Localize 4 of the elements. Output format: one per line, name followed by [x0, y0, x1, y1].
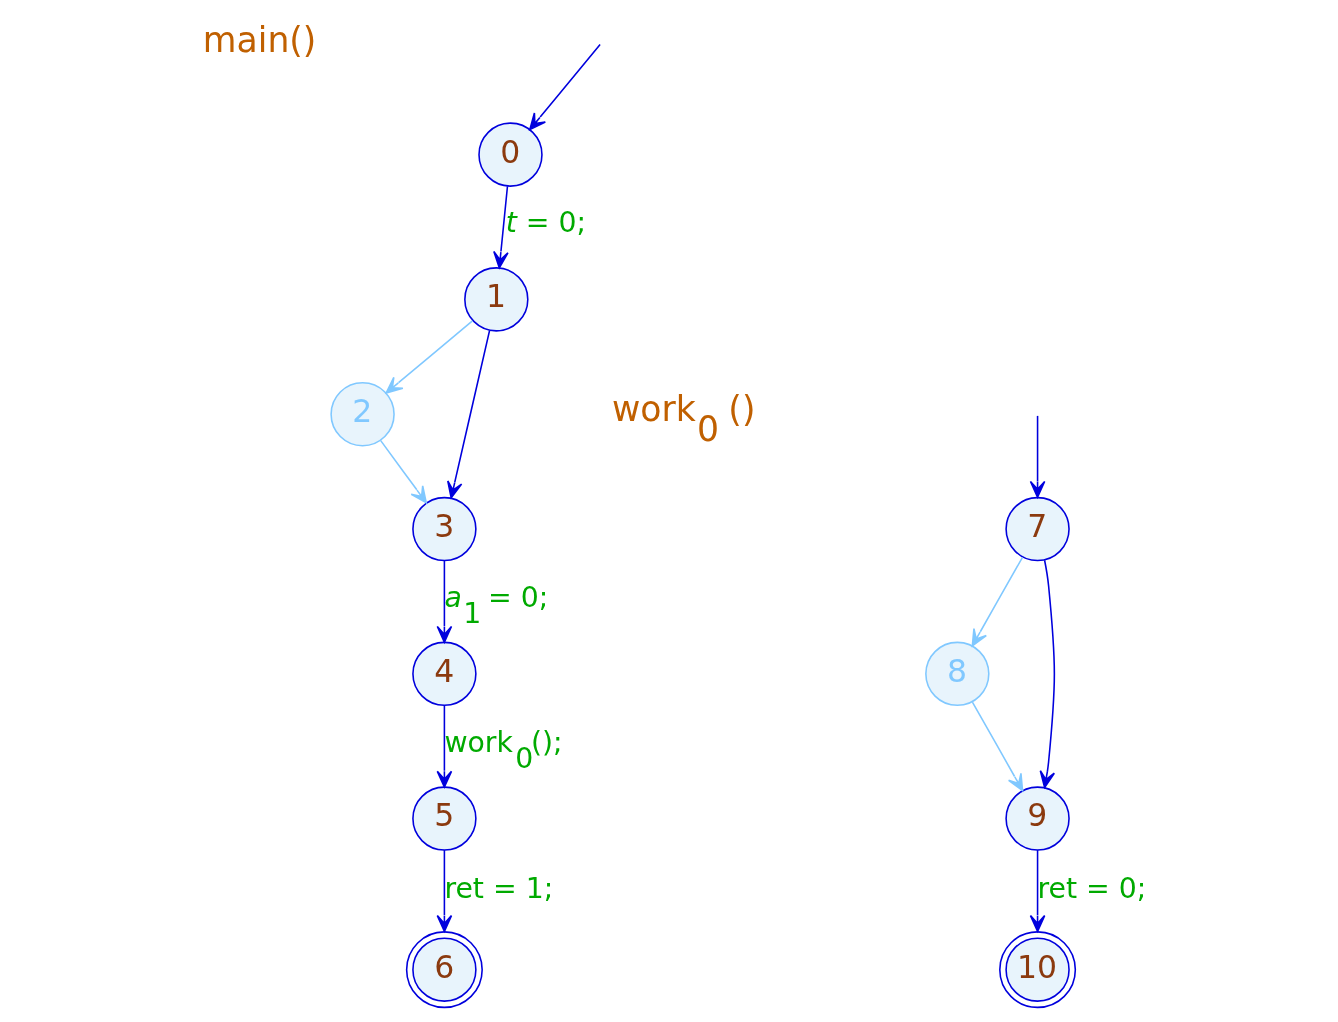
edge-label: ret = 1;: [444, 871, 554, 905]
edge-label: ret = 0;: [1037, 871, 1147, 905]
label: main(): [202, 19, 317, 60]
edge-label: t = 0;: [505, 206, 587, 240]
